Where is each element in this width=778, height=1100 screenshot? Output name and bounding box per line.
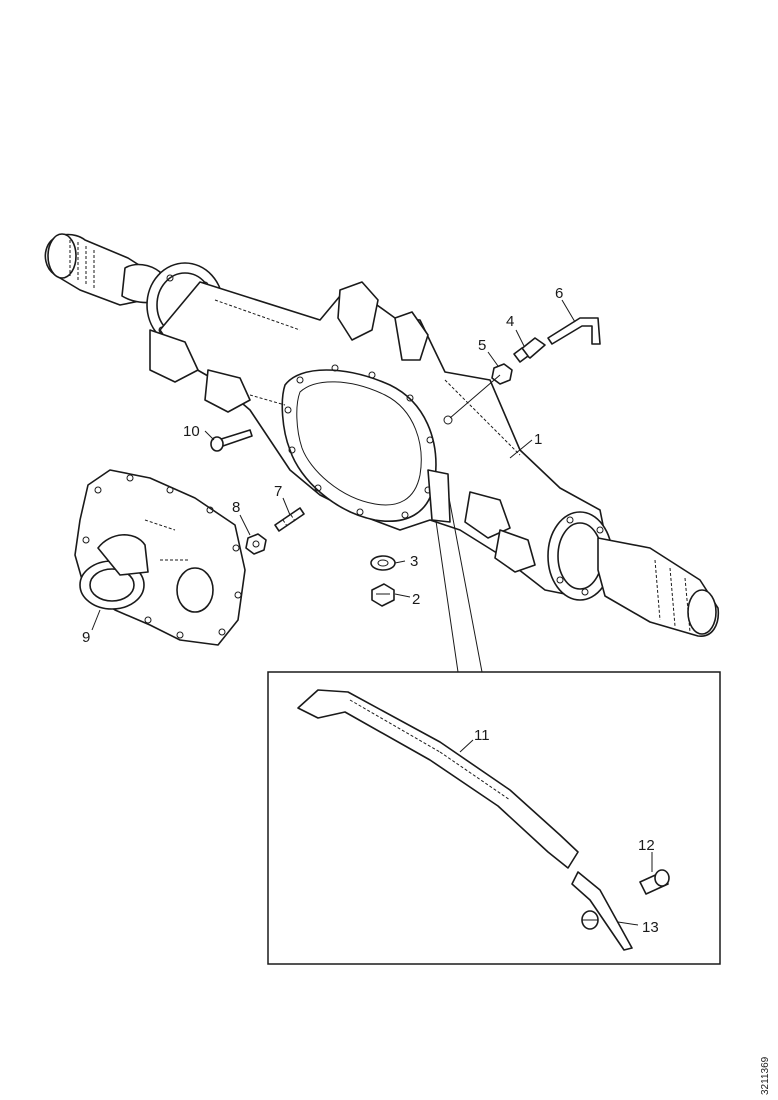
callout-7: 7 (274, 483, 282, 500)
callout-5: 5 (478, 337, 486, 354)
fitting-4 (513, 337, 546, 363)
callout-13: 13 (642, 919, 659, 936)
callout-11: 11 (474, 727, 490, 744)
callout-1: 1 (534, 431, 542, 448)
bolt-10 (210, 429, 253, 452)
nut-8 (245, 533, 267, 555)
axle-housing (149, 281, 611, 599)
document-id: 3211369 (760, 1056, 771, 1095)
plug-2 (371, 583, 395, 607)
right-axle-shaft (597, 537, 720, 637)
differential-cover (74, 469, 246, 646)
breather-pipe-6 (547, 317, 601, 345)
left-axle-shaft (44, 233, 161, 306)
callout-6: 6 (555, 285, 563, 302)
callout-8: 8 (232, 499, 240, 516)
callout-12: 12 (638, 837, 655, 854)
nut-5 (491, 363, 513, 385)
callout-9: 9 (82, 629, 90, 646)
washer-3 (370, 555, 396, 571)
screw-12 (639, 869, 670, 895)
detail-view-frame (267, 671, 721, 965)
callout-4: 4 (506, 313, 514, 330)
callout-2: 2 (412, 591, 420, 608)
right-hub-flange (547, 511, 613, 601)
callout-10: 10 (183, 423, 200, 440)
callout-3: 3 (410, 553, 418, 570)
detail-connector (427, 469, 483, 673)
stud-7 (274, 507, 305, 532)
pipe-11 (297, 689, 579, 869)
leader-lines (91, 299, 653, 926)
detail-clamp (571, 871, 633, 951)
